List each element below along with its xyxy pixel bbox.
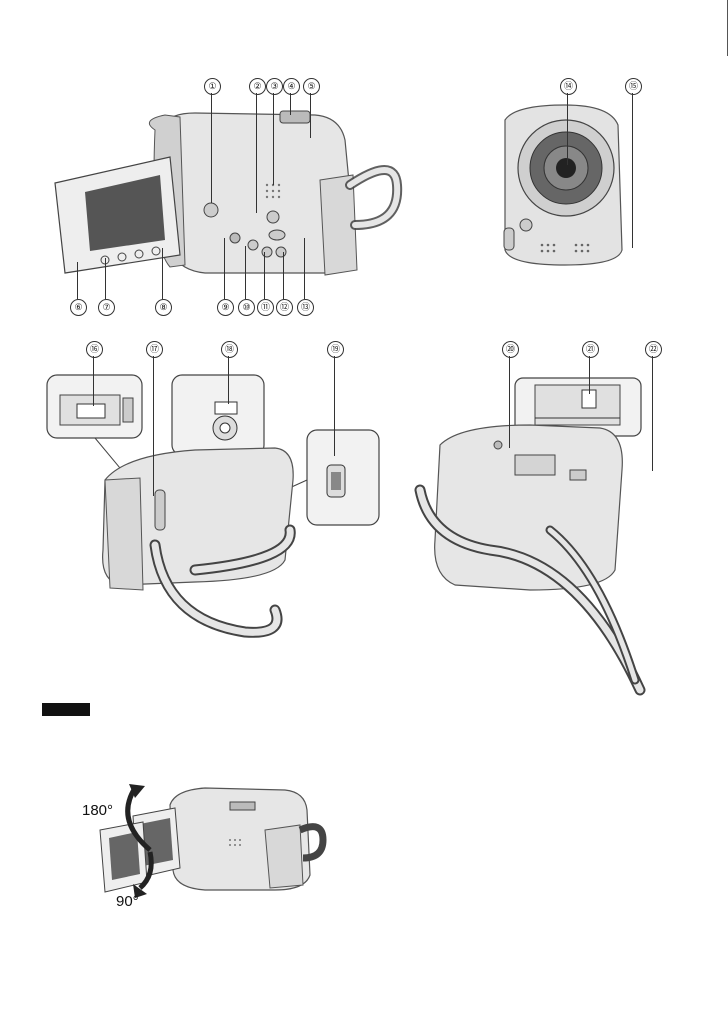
camcorder-front-figure — [490, 100, 640, 270]
page-edge-mark — [717, 0, 728, 56]
callout-12: ⑫ — [276, 299, 293, 316]
callout-6: ⑥ — [70, 299, 87, 316]
leader-17 — [153, 356, 154, 496]
callout-21: ㉑ — [582, 341, 599, 358]
leader-21 — [589, 356, 590, 394]
callout-3: ③ — [266, 78, 283, 95]
leader-15 — [632, 93, 633, 248]
angle-label-180: 180° — [82, 802, 113, 819]
callout-5: ⑤ — [303, 78, 320, 95]
leader-5 — [310, 93, 311, 138]
callout-9: ⑨ — [217, 299, 234, 316]
camcorder-bottom-figure — [400, 370, 660, 700]
callout-13: ⑬ — [297, 299, 314, 316]
leader-22 — [652, 356, 653, 471]
callout-2: ② — [249, 78, 266, 95]
leader-3 — [273, 93, 274, 185]
leader-16 — [93, 356, 94, 406]
leader-10 — [245, 246, 246, 299]
callout-11: ⑪ — [257, 299, 274, 316]
leader-9 — [224, 238, 225, 299]
leader-8 — [162, 248, 163, 299]
leader-14 — [567, 93, 568, 165]
camcorder-left-side-figure — [45, 95, 405, 295]
leader-2 — [256, 93, 257, 213]
callout-14: ⑭ — [560, 78, 577, 95]
leader-4 — [290, 93, 291, 115]
lcd-rotation-figure — [95, 780, 325, 900]
leader-1 — [211, 93, 212, 203]
callout-20: ⑳ — [502, 341, 519, 358]
leader-19 — [334, 356, 335, 456]
angle-label-90: 90° — [116, 893, 139, 910]
callout-4: ④ — [283, 78, 300, 95]
callout-18: ⑱ — [221, 341, 238, 358]
leader-6 — [77, 262, 78, 299]
callout-16: ⑯ — [86, 341, 103, 358]
leader-20 — [509, 356, 510, 448]
callout-1: ① — [204, 78, 221, 95]
leader-12 — [283, 252, 284, 299]
callout-17: ⑰ — [146, 341, 163, 358]
leader-7 — [105, 258, 106, 299]
callout-7: ⑦ — [98, 299, 115, 316]
leader-13 — [304, 238, 305, 299]
callout-22: ㉒ — [645, 341, 662, 358]
note-label-bar — [42, 703, 90, 716]
leader-18 — [228, 356, 229, 404]
leader-11 — [264, 252, 265, 299]
callout-8: ⑧ — [155, 299, 172, 316]
callout-15: ⑮ — [625, 78, 642, 95]
callout-19: ⑲ — [327, 341, 344, 358]
callout-10: ⑩ — [238, 299, 255, 316]
